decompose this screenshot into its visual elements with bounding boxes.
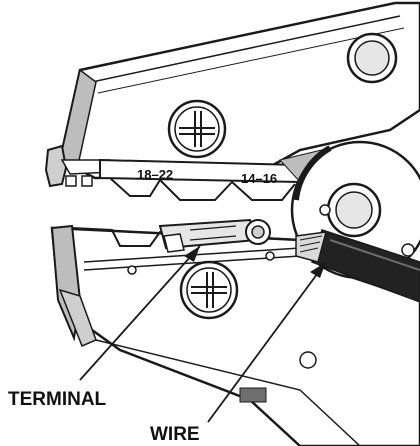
- gauge-label-left: 18–22: [137, 167, 173, 182]
- upper-screw-icon: [167, 99, 227, 159]
- gauge-label-right: 14–16: [241, 171, 277, 186]
- terminal-leader-line: [79, 245, 201, 381]
- lower-screw-icon: [179, 260, 239, 320]
- top-pivot-bolt-icon: [346, 32, 398, 84]
- wire: [295, 229, 420, 303]
- wire-leader-line: [207, 261, 327, 423]
- lower-jaw: [50, 224, 420, 446]
- terminal-part: [158, 218, 271, 253]
- wire-callout-label: WIRE: [150, 424, 200, 445]
- terminal-callout-label: TERMINAL: [8, 389, 107, 410]
